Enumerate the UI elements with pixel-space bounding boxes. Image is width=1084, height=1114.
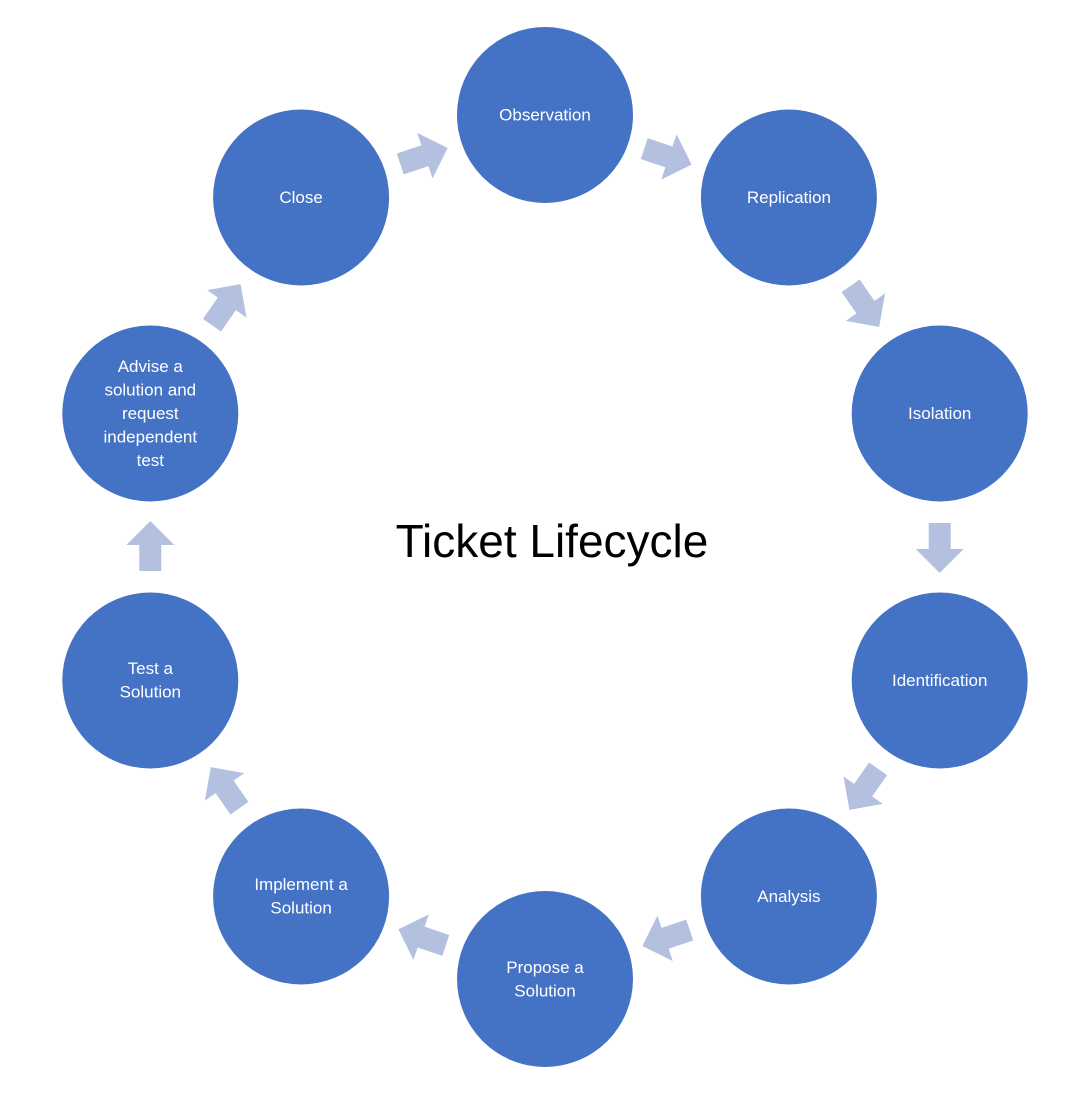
stage-isolation: Isolation bbox=[851, 325, 1028, 502]
stage-circle bbox=[457, 27, 633, 203]
stage-label-line: Identification bbox=[892, 671, 987, 690]
stage-label-line: Observation bbox=[499, 106, 591, 125]
stage-label-line: Analysis bbox=[757, 887, 820, 906]
arrow-1-to-2 bbox=[640, 134, 692, 180]
arrow-5-to-6 bbox=[642, 915, 694, 962]
arrow-2-to-3 bbox=[841, 279, 886, 327]
stage-label-line: solution and bbox=[104, 381, 196, 400]
stage-replication: Replication bbox=[700, 109, 877, 286]
stage-analysis: Analysis bbox=[700, 808, 877, 985]
stage-circle bbox=[62, 325, 239, 502]
diagram-title: Ticket Lifecycle bbox=[396, 515, 709, 567]
stage-circle bbox=[62, 592, 239, 769]
stage-label-line: Advise a bbox=[118, 357, 184, 376]
stage-circle bbox=[851, 592, 1028, 769]
stage-label-line: Solution bbox=[120, 683, 181, 702]
stage-circle bbox=[213, 808, 390, 985]
stage-label-line: Replication bbox=[747, 188, 831, 207]
stage-label-line: Isolation bbox=[908, 404, 971, 423]
stage-label-line: test bbox=[137, 451, 165, 470]
arrow-10-to-1 bbox=[396, 132, 448, 179]
stage-label-line: Implement a bbox=[254, 875, 348, 894]
stage-circle bbox=[700, 808, 877, 985]
stage-label-line: Solution bbox=[514, 981, 575, 1000]
stage-implement-a-solution: Implement a Solution bbox=[213, 808, 390, 985]
stage-circle bbox=[457, 891, 633, 1067]
stage-advise-a-solution-and-request-independent-test: Advise a solution and request independent te… bbox=[62, 325, 239, 502]
stage-label-line: independent bbox=[104, 428, 198, 447]
stage-observation: Observation bbox=[457, 27, 633, 203]
stage-close: Close bbox=[213, 109, 390, 286]
stage-label-line: request bbox=[122, 404, 179, 423]
stage-circle bbox=[851, 325, 1028, 502]
stage-circle bbox=[213, 109, 390, 286]
arrow-7-to-8 bbox=[204, 767, 249, 815]
stage-label-line: Propose a bbox=[506, 958, 584, 977]
arrow-9-to-10 bbox=[202, 284, 247, 332]
arrow-8-to-9 bbox=[126, 521, 175, 571]
arrow-6-to-7 bbox=[398, 914, 450, 960]
flow-arrows bbox=[126, 132, 964, 962]
arrow-3-to-4 bbox=[915, 523, 964, 573]
stage-identification: Identification bbox=[851, 592, 1028, 769]
stage-label-line: Test a bbox=[128, 659, 174, 678]
stage-label-line: Close bbox=[279, 188, 322, 207]
stage-label-line: Solution bbox=[270, 899, 331, 918]
stage-test-a-solution: Test a Solution bbox=[62, 592, 239, 769]
stage-propose-a-solution: Propose a Solution bbox=[457, 891, 633, 1067]
stage-nodes: ObservationReplicationIsolationIdentific… bbox=[62, 27, 1028, 1067]
stage-circle bbox=[700, 109, 877, 286]
arrow-4-to-5 bbox=[843, 762, 888, 810]
